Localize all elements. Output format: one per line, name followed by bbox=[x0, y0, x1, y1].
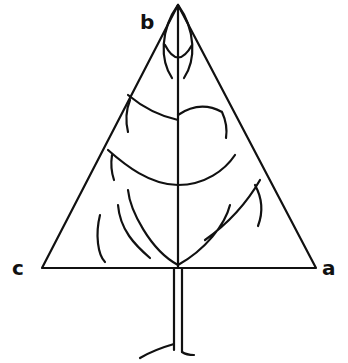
root bbox=[140, 344, 194, 358]
middle-branches bbox=[108, 150, 235, 185]
vertex-label: b bbox=[140, 12, 154, 32]
upper-branches bbox=[126, 95, 226, 138]
lower-branches bbox=[98, 180, 262, 265]
vertex-label: a bbox=[322, 258, 336, 278]
top-leaf bbox=[164, 5, 193, 78]
triangle bbox=[42, 5, 316, 268]
central-stem bbox=[177, 5, 179, 268]
vertex-label: c bbox=[12, 258, 24, 278]
trunk bbox=[174, 268, 182, 352]
